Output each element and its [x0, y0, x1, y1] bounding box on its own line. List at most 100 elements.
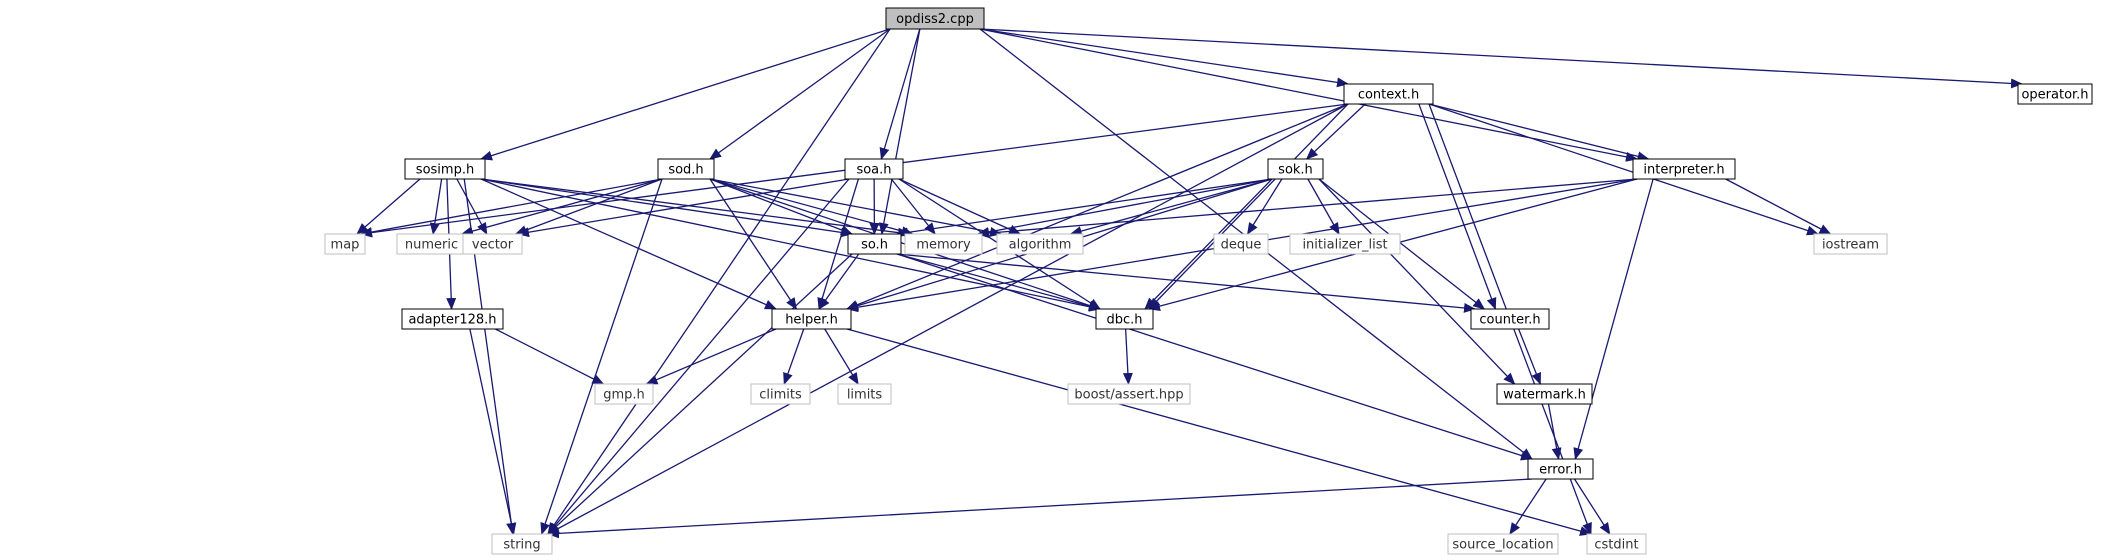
node-label-sok-h: sok.h — [1278, 163, 1313, 178]
node-box-watermark-h — [1496, 383, 1593, 405]
node-box-boost-assert-hpp — [1067, 383, 1191, 405]
node-cstdint: cstdint — [1586, 533, 1647, 555]
node-box-interpreter-h — [1632, 158, 1736, 180]
node-box-memory — [904, 233, 983, 255]
node-label-watermark-h: watermark.h — [1503, 388, 1586, 403]
node-vector: vector — [462, 233, 523, 255]
edge-n5-n13 — [898, 178, 1021, 235]
node-box-vector — [462, 233, 523, 255]
edge-n0-n8 — [878, 28, 921, 235]
node-box-opdiss2-cpp — [885, 7, 985, 30]
node-box-climits — [750, 383, 811, 405]
edge-n0-n2 — [979, 28, 2023, 89]
node-error-h[interactable]: error.h — [1527, 458, 1594, 480]
node-box-dbc-h — [1095, 308, 1154, 330]
node-sok-h[interactable]: sok.h — [1267, 158, 1324, 180]
node-box-iostream — [1813, 233, 1888, 255]
edge-n6-n19 — [1144, 178, 1273, 310]
edge-n0-n4 — [709, 28, 891, 160]
edge-n5-n12 — [890, 178, 936, 235]
edge-n26-n29 — [1573, 478, 1611, 535]
edge-n4-n27 — [540, 178, 663, 535]
edge-n25-n26 — [1547, 403, 1562, 460]
edge-n3-n11 — [456, 178, 488, 235]
node-box-limits — [837, 383, 892, 405]
node-algorithm: algorithm — [996, 233, 1084, 255]
node-box-sod-h — [657, 158, 715, 180]
edge-n5-n27 — [547, 178, 850, 535]
node-initializer-list: initializer_list — [1289, 233, 1401, 255]
node-box-adapter128-h — [401, 308, 504, 330]
node-label-map: map — [331, 238, 360, 253]
node-so-h[interactable]: so.h — [847, 233, 902, 255]
edge-n4-n11 — [514, 178, 663, 235]
node-map: map — [324, 233, 366, 255]
edge-n4-n13 — [709, 178, 1002, 237]
node-box-initializer-list — [1289, 233, 1401, 255]
edge-n4-n9 — [360, 178, 663, 237]
node-soa-h[interactable]: soa.h — [844, 158, 904, 180]
edge-n7-n26 — [1573, 178, 1654, 460]
node-numeric: numeric — [396, 233, 467, 255]
node-label-soa-h: soa.h — [856, 163, 891, 178]
node-label-iostream: iostream — [1822, 238, 1879, 253]
node-label-algorithm: algorithm — [1009, 238, 1072, 253]
node-source-location: source_location — [1447, 533, 1559, 555]
edge-n1-n16 — [1428, 103, 1819, 236]
node-watermark-h[interactable]: watermark.h — [1496, 383, 1593, 405]
edge-n0-n5 — [879, 28, 921, 160]
edge-n4-n18 — [709, 178, 797, 310]
edge-n3-n8 — [480, 178, 853, 238]
node-label-vector: vector — [472, 238, 514, 253]
node-context-h[interactable]: context.h — [1343, 83, 1434, 105]
edge-n0-n27 — [547, 28, 891, 535]
edge-n17-n27 — [469, 328, 517, 535]
edge-n3-n18 — [480, 178, 777, 310]
node-box-sosimp-h — [404, 158, 486, 180]
node-helper-h[interactable]: helper.h — [771, 308, 852, 330]
node-label-sosimp-h: sosimp.h — [416, 163, 474, 178]
node-box-deque — [1213, 233, 1269, 255]
node-interpreter-h[interactable]: interpreter.h — [1632, 158, 1736, 180]
edge-n7-n16 — [1725, 178, 1832, 235]
graph-nodes: opdiss2.cpp context.h operator.h sosimp.h so… — [324, 7, 2093, 555]
edge-n6-n20 — [1318, 178, 1486, 310]
node-box-so-h — [847, 233, 902, 255]
node-box-helper-h — [771, 308, 852, 330]
node-label-limits: limits — [847, 388, 883, 403]
edge-n3-n10 — [429, 178, 443, 235]
node-deque: deque — [1213, 233, 1269, 255]
node-label-interpreter-h: interpreter.h — [1643, 163, 1724, 178]
node-label-memory: memory — [916, 238, 971, 253]
node-opdiss2-cpp[interactable]: opdiss2.cpp — [885, 7, 985, 30]
edge-n6-n12 — [977, 178, 1273, 237]
node-label-so-h: so.h — [861, 238, 888, 253]
node-dbc-h[interactable]: dbc.h — [1095, 308, 1154, 330]
node-label-sod-h: sod.h — [668, 163, 703, 178]
edge-n5-n18 — [817, 178, 859, 310]
node-sosimp-h[interactable]: sosimp.h — [404, 158, 486, 180]
edge-n1-n27 — [547, 103, 1349, 535]
node-box-map — [324, 233, 366, 255]
edge-n1-n19 — [1148, 103, 1349, 310]
edge-n3-n27 — [463, 178, 517, 535]
edge-n17-n21 — [495, 328, 605, 385]
node-counter-h[interactable]: counter.h — [1470, 308, 1550, 330]
node-box-source-location — [1447, 533, 1559, 555]
node-iostream: iostream — [1813, 233, 1888, 255]
edge-n4-n10 — [461, 178, 663, 236]
node-adapter128-h[interactable]: adapter128.h — [401, 308, 504, 330]
edge-n18-n21 — [645, 328, 777, 385]
edge-n1-n7 — [1428, 103, 1650, 162]
node-box-algorithm — [996, 233, 1084, 255]
edge-n7-n12 — [977, 178, 1638, 239]
node-box-counter-h — [1470, 308, 1550, 330]
edge-n8-n26 — [896, 253, 1533, 461]
node-sod-h[interactable]: sod.h — [657, 158, 715, 180]
node-box-sok-h — [1267, 158, 1324, 180]
edge-n19-n24 — [1122, 328, 1133, 385]
edge-n5-n11 — [517, 178, 850, 238]
edge-n6-n14 — [1246, 178, 1283, 235]
node-operator-h[interactable]: operator.h — [2017, 83, 2093, 105]
edge-n6-n13 — [1069, 178, 1273, 236]
